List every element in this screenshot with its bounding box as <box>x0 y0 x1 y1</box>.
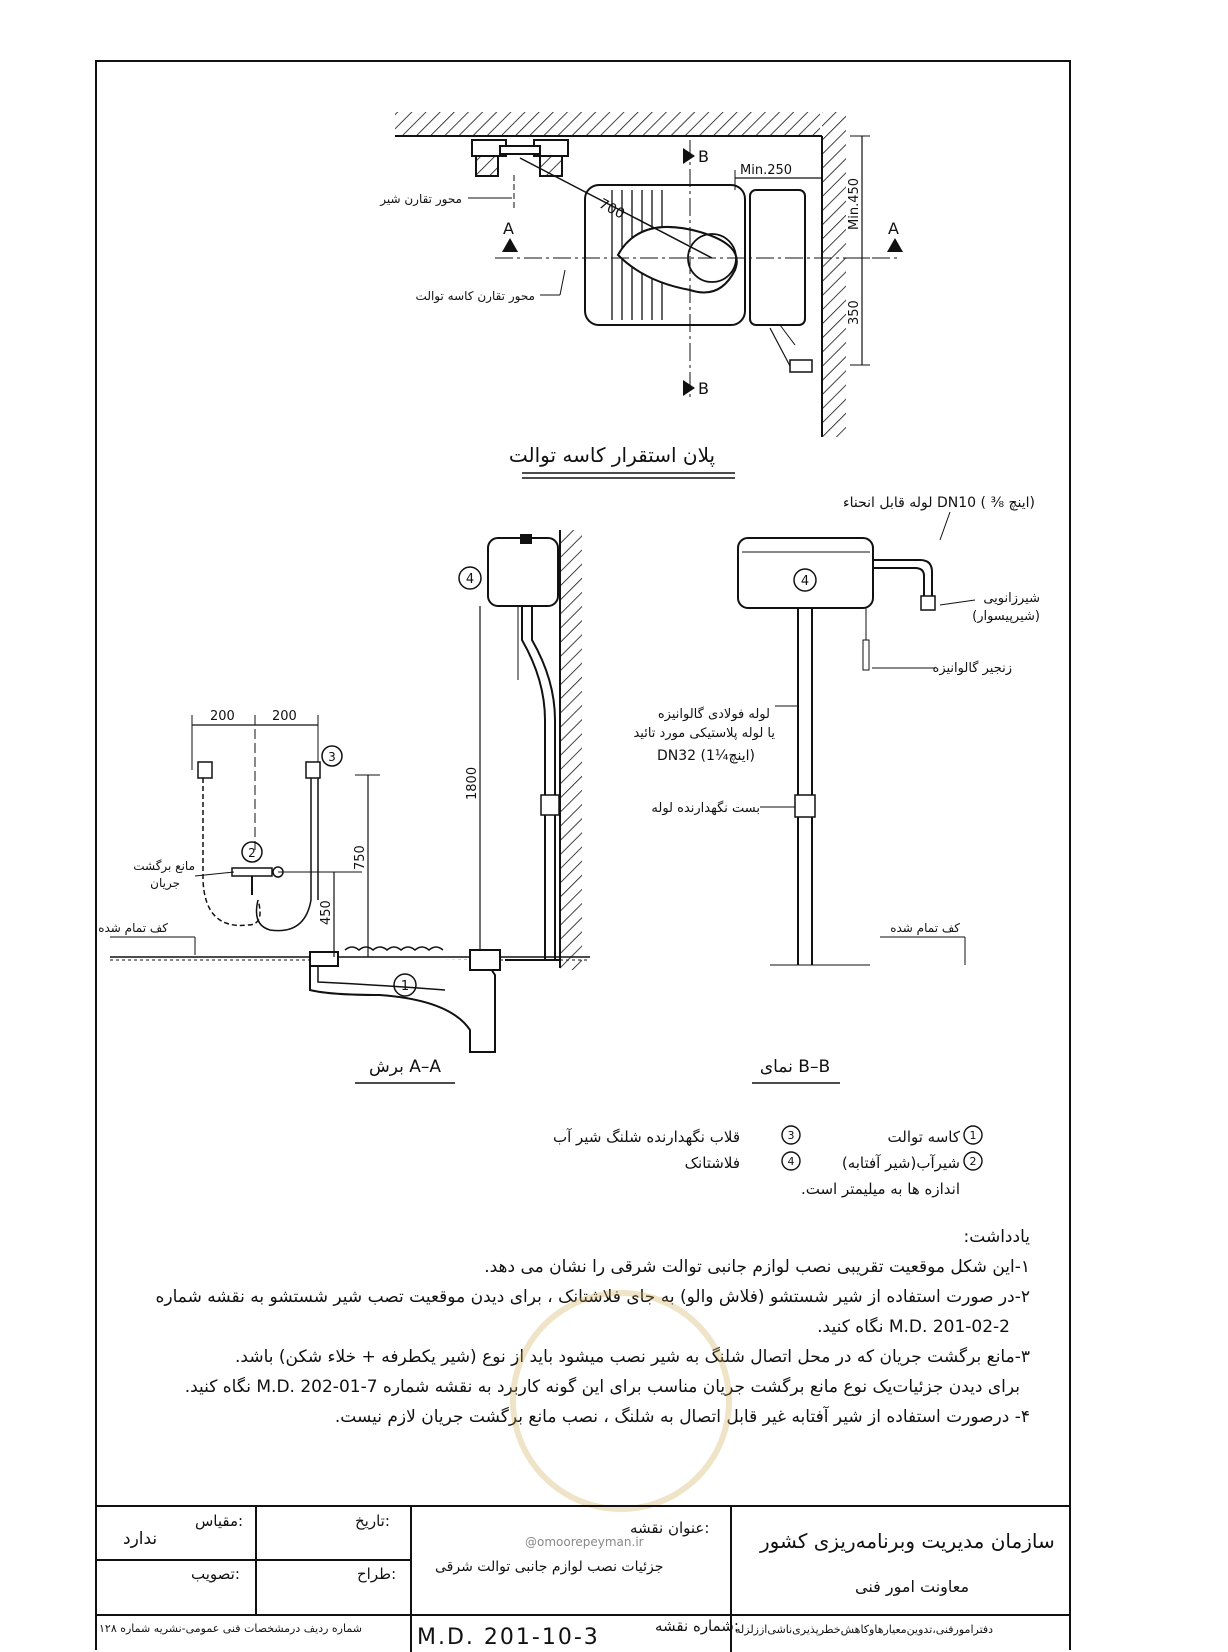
drawing-no-label: شماره نقشه: <box>655 1617 739 1635</box>
aa-num1-circle <box>393 973 417 997</box>
title-block: مقیاس: ندارد تاریخ: تصویب: طراح: عنوان ن… <box>95 1505 1071 1652</box>
aa-num3: 3 <box>328 750 336 764</box>
section-a-left: A <box>503 219 514 238</box>
approval-label: تصویب: <box>191 1565 240 1583</box>
legend-item4: فلاشتانک <box>684 1154 740 1172</box>
legend-num3: 3 <box>788 1129 795 1142</box>
designer-label: طراح: <box>357 1565 397 1583</box>
legend-block: کاسه توالت قلاب نگهدارنده شلنگ شیر آب شی… <box>540 1124 960 1202</box>
legend-item3: قلاب نگهدارنده شلنگ شیر آب <box>552 1128 740 1146</box>
watermark-seal <box>510 1290 732 1512</box>
section-aa: 4 1800 1 200 200 3 2 <box>98 530 590 1084</box>
section-b-top: B <box>698 147 709 166</box>
dim-200a: 200 <box>210 709 235 724</box>
bb-flush-tank <box>737 537 874 609</box>
plan-title: پلان استقرار کاسه توالت <box>509 443 715 468</box>
legend-item2: شیرآب(شیر آفتابه) <box>841 1154 960 1172</box>
notes-title: یادداشت: <box>963 1227 1030 1247</box>
aa-flush-tank <box>487 537 559 607</box>
aa-num2: 2 <box>248 846 256 860</box>
angle-valve-label-1: شیرزانویی <box>983 591 1040 606</box>
org-name: سازمان مدیریت وبرنامه‌ریزی کشور <box>760 1529 1055 1553</box>
dim-450: 450 <box>319 900 334 925</box>
chain-label: زنجیر گالوانیزه <box>933 660 1012 676</box>
dim-min450: Min.450 <box>847 178 862 230</box>
dim-750: 750 <box>353 845 368 870</box>
scale-value: ندارد <box>123 1529 158 1549</box>
dim-1800: 1800 <box>465 767 480 800</box>
dim-200b: 200 <box>272 709 297 724</box>
drawing-no: M.D. 201-10-3 <box>417 1625 600 1650</box>
legend-num4: 4 <box>788 1155 795 1168</box>
dim-350: 350 <box>847 300 862 325</box>
drawing-title: جزئیات نصب لوازم جانبی توالت شرقی <box>435 1559 664 1575</box>
aa-num1: 1 <box>401 979 409 994</box>
aa-wall-hatch <box>560 530 582 970</box>
plan-view: 700 محور تقارن شیر محور تقارن کاسه توالت… <box>379 112 903 479</box>
note-2b: M.D. 201-02-2 نگاه کنید. <box>817 1317 1010 1337</box>
bb-caption: نمای B–B <box>760 1057 830 1077</box>
axis-bowl-label: محور تقارن کاسه توالت <box>416 289 535 304</box>
legend-units: اندازه ها به میلیمتر است. <box>800 1180 960 1198</box>
aa-num3-circle <box>321 745 343 767</box>
legend-num1: 1 <box>970 1129 977 1142</box>
section-b-bottom: B <box>698 379 709 398</box>
date-label: تاریخ: <box>355 1512 390 1530</box>
right-wall-hatch <box>822 112 846 437</box>
backflow-label-1: مانع برگشت <box>133 859 195 874</box>
office-name: دفترامورفنی،تدوین‌معیارهاوکاهش‌خطرپذیری‌… <box>735 1623 994 1636</box>
drawing-title-label: عنوان نقشه: <box>630 1519 710 1537</box>
faucet-pair <box>471 139 569 177</box>
scale-label: مقیاس: <box>195 1512 244 1530</box>
flex-pipe-label: لوله قابل انحناء DN10 ( ⅜ اینچ) <box>843 495 1035 511</box>
pipe-label-3: DN32 (1¼اینچ) <box>657 748 755 764</box>
pipe-label-1: لوله فولادی گالوانیزه <box>658 706 770 722</box>
aa-finished-floor: کف تمام شده <box>98 921 168 935</box>
bb-finished-floor: کف تمام شده <box>890 921 960 935</box>
aa-num2-circle <box>241 841 263 863</box>
legend-item1: کاسه توالت <box>887 1128 960 1146</box>
view-bb: 4 لوله قابل انحناء DN10 ( ⅜ اینچ) شیرزان… <box>633 495 1040 1084</box>
aa-num4-circle <box>458 566 482 590</box>
aa-caption: برش A–A <box>369 1057 441 1077</box>
drawing-frame <box>95 60 1071 1650</box>
bb-num4-circle <box>793 568 817 592</box>
clamp-label: بست نگهدارنده لوله <box>651 800 760 816</box>
dept-name: معاونت امور فنی <box>855 1577 970 1596</box>
row-ref: شماره ردیف درمشخصات فنی عمومی-نشریه شمار… <box>99 1622 362 1635</box>
aa-toilet-bowl <box>309 958 496 1053</box>
section-a-right: A <box>888 219 899 238</box>
top-wall-hatch <box>395 112 820 136</box>
pipe-label-2: یا لوله پلاستیکی مورد تائید <box>633 726 775 741</box>
watermark-text: @omoorepeyman.ir <box>525 1535 644 1549</box>
dim-min250: Min.250 <box>740 163 792 178</box>
note-1: ۱-این شکل موقعیت تقریبی نصب لوازم جانبی … <box>484 1257 1030 1277</box>
bowl-opening <box>616 225 738 294</box>
bb-num4: 4 <box>801 574 809 589</box>
backflow-label-2: جریان <box>150 876 180 891</box>
aa-num4: 4 <box>466 572 474 587</box>
legend-num2: 2 <box>970 1155 977 1168</box>
axis-faucet-label: محور تقارن شیر <box>379 192 462 207</box>
legend-circles <box>781 1125 983 1171</box>
angle-valve-label-2: (شیرپیسوار) <box>972 609 1040 624</box>
